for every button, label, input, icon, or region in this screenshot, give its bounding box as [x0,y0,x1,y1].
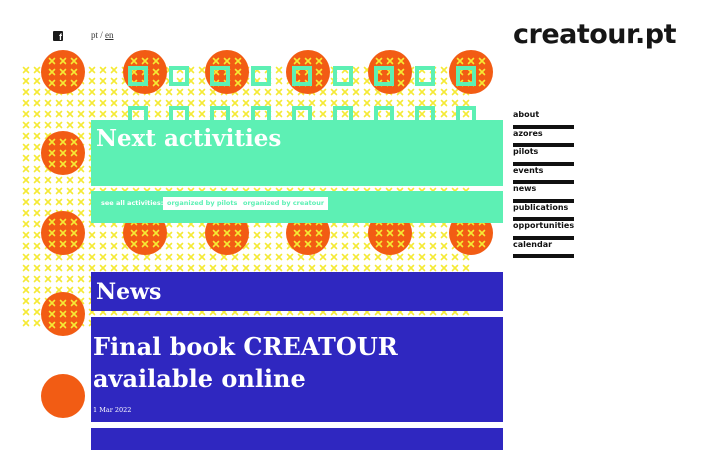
filter-creatour-button[interactable]: organized by creatour [239,197,329,210]
news-item-date: 1 Mar 2022 [93,406,132,414]
nav-item-about[interactable]: about [513,110,574,129]
nav-item-azores[interactable]: azores [513,129,574,147]
filter-pilots-button[interactable]: organized by pilots [163,197,242,210]
news-card-next[interactable] [91,428,503,450]
nav-item-pilots[interactable]: pilots [513,147,574,166]
nav-item-publications[interactable]: publications [513,203,574,221]
lang-en-link[interactable]: en [105,30,114,40]
nav-item-calendar[interactable]: calendar [513,240,574,258]
news-item-title[interactable]: Final book CREATOUR available online [93,332,398,393]
activities-filter-bar: see all activities: organized by pilots … [91,191,503,223]
facebook-icon[interactable]: f [53,31,63,42]
nav-item-events[interactable]: events [513,166,574,184]
news-card[interactable]: Final book CREATOUR available online 1 M… [91,317,503,422]
site-logo[interactable]: creatour.pt [513,19,677,50]
news-title: News [96,279,162,305]
activities-header: Next activities [91,120,503,186]
lang-separator: / [98,30,106,40]
news-header: News [91,272,503,311]
nav-item-news[interactable]: news [513,184,574,203]
see-all-label: see all activities: [101,199,164,207]
main-nav: about azores pilots events news publicat… [513,110,574,258]
lang-pt-link[interactable]: pt [91,30,99,40]
language-switcher: pt / en [91,30,114,40]
activities-title: Next activities [96,125,282,152]
square-grid [128,66,476,126]
nav-item-opportunities[interactable]: opportunities [513,221,574,240]
orange-circle [41,374,85,418]
